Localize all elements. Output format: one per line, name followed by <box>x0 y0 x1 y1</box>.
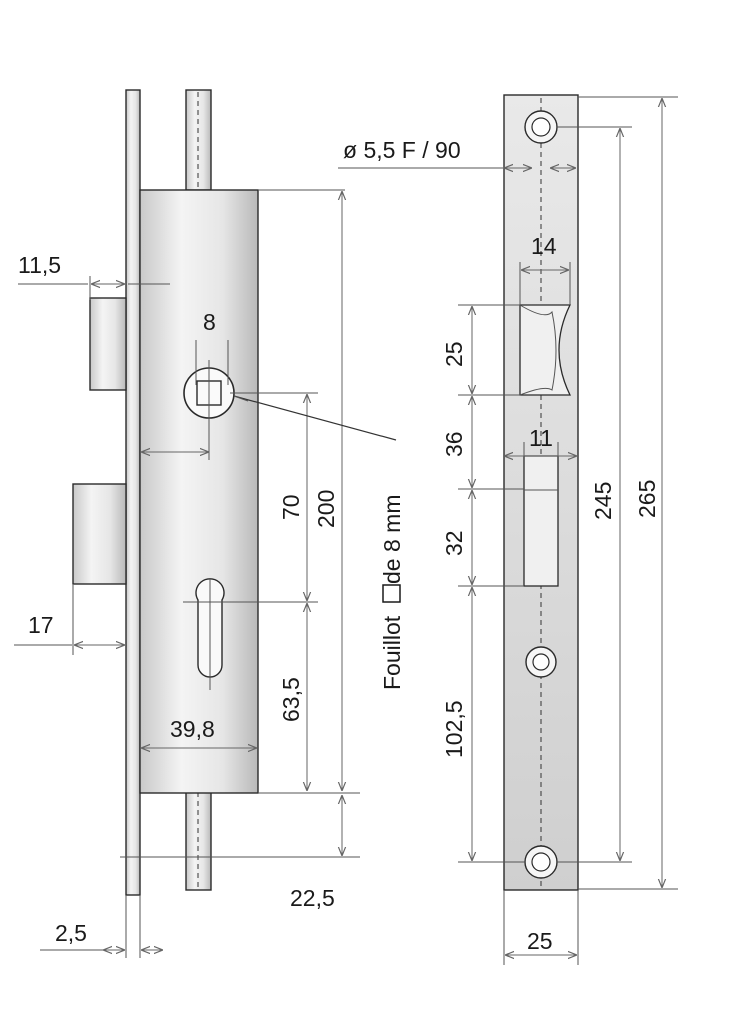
label-8: 8 <box>203 309 216 335</box>
label-70: 70 <box>278 494 304 520</box>
latch-bolt <box>89 297 127 391</box>
middle-screw-hole <box>525 646 557 678</box>
faceplate-side <box>125 89 141 896</box>
label-25-height: 25 <box>441 341 467 367</box>
square-symbol <box>382 584 401 603</box>
label-22-5: 22,5 <box>290 885 335 911</box>
label-25-width: 25 <box>527 928 553 954</box>
label-245: 245 <box>590 482 616 520</box>
dead-bolt <box>72 483 127 585</box>
left-dimensions <box>14 189 397 958</box>
fouillot-text-suffix: de 8 mm <box>379 495 405 584</box>
label-2-5: 2,5 <box>55 920 87 946</box>
label-11-5: 11,5 <box>18 252 61 278</box>
top-screw-hole <box>524 110 558 144</box>
lock-body-view <box>72 89 318 896</box>
lock-case <box>139 189 259 794</box>
label-63-5: 63,5 <box>278 677 304 722</box>
label-17: 17 <box>28 612 54 638</box>
label-265: 265 <box>634 480 660 518</box>
label-102-5: 102,5 <box>441 700 467 758</box>
fouillot-text-prefix: Fouillot <box>379 615 405 690</box>
fouillot-label: Fouillot de 8 mm <box>379 495 405 690</box>
bottom-screw-hole <box>524 845 558 879</box>
label-14: 14 <box>531 233 557 259</box>
label-32: 32 <box>441 530 467 556</box>
strike-plate-view <box>503 94 579 891</box>
label-200: 200 <box>313 490 339 528</box>
label-39-8: 39,8 <box>170 716 215 742</box>
right-dimensions <box>338 96 678 965</box>
label-36: 36 <box>441 431 467 457</box>
latch-opening <box>519 304 572 396</box>
label-hole-spec: ø 5,5 F / 90 <box>343 137 461 163</box>
bolt-opening <box>523 455 559 587</box>
label-11: 11 <box>529 425 553 451</box>
